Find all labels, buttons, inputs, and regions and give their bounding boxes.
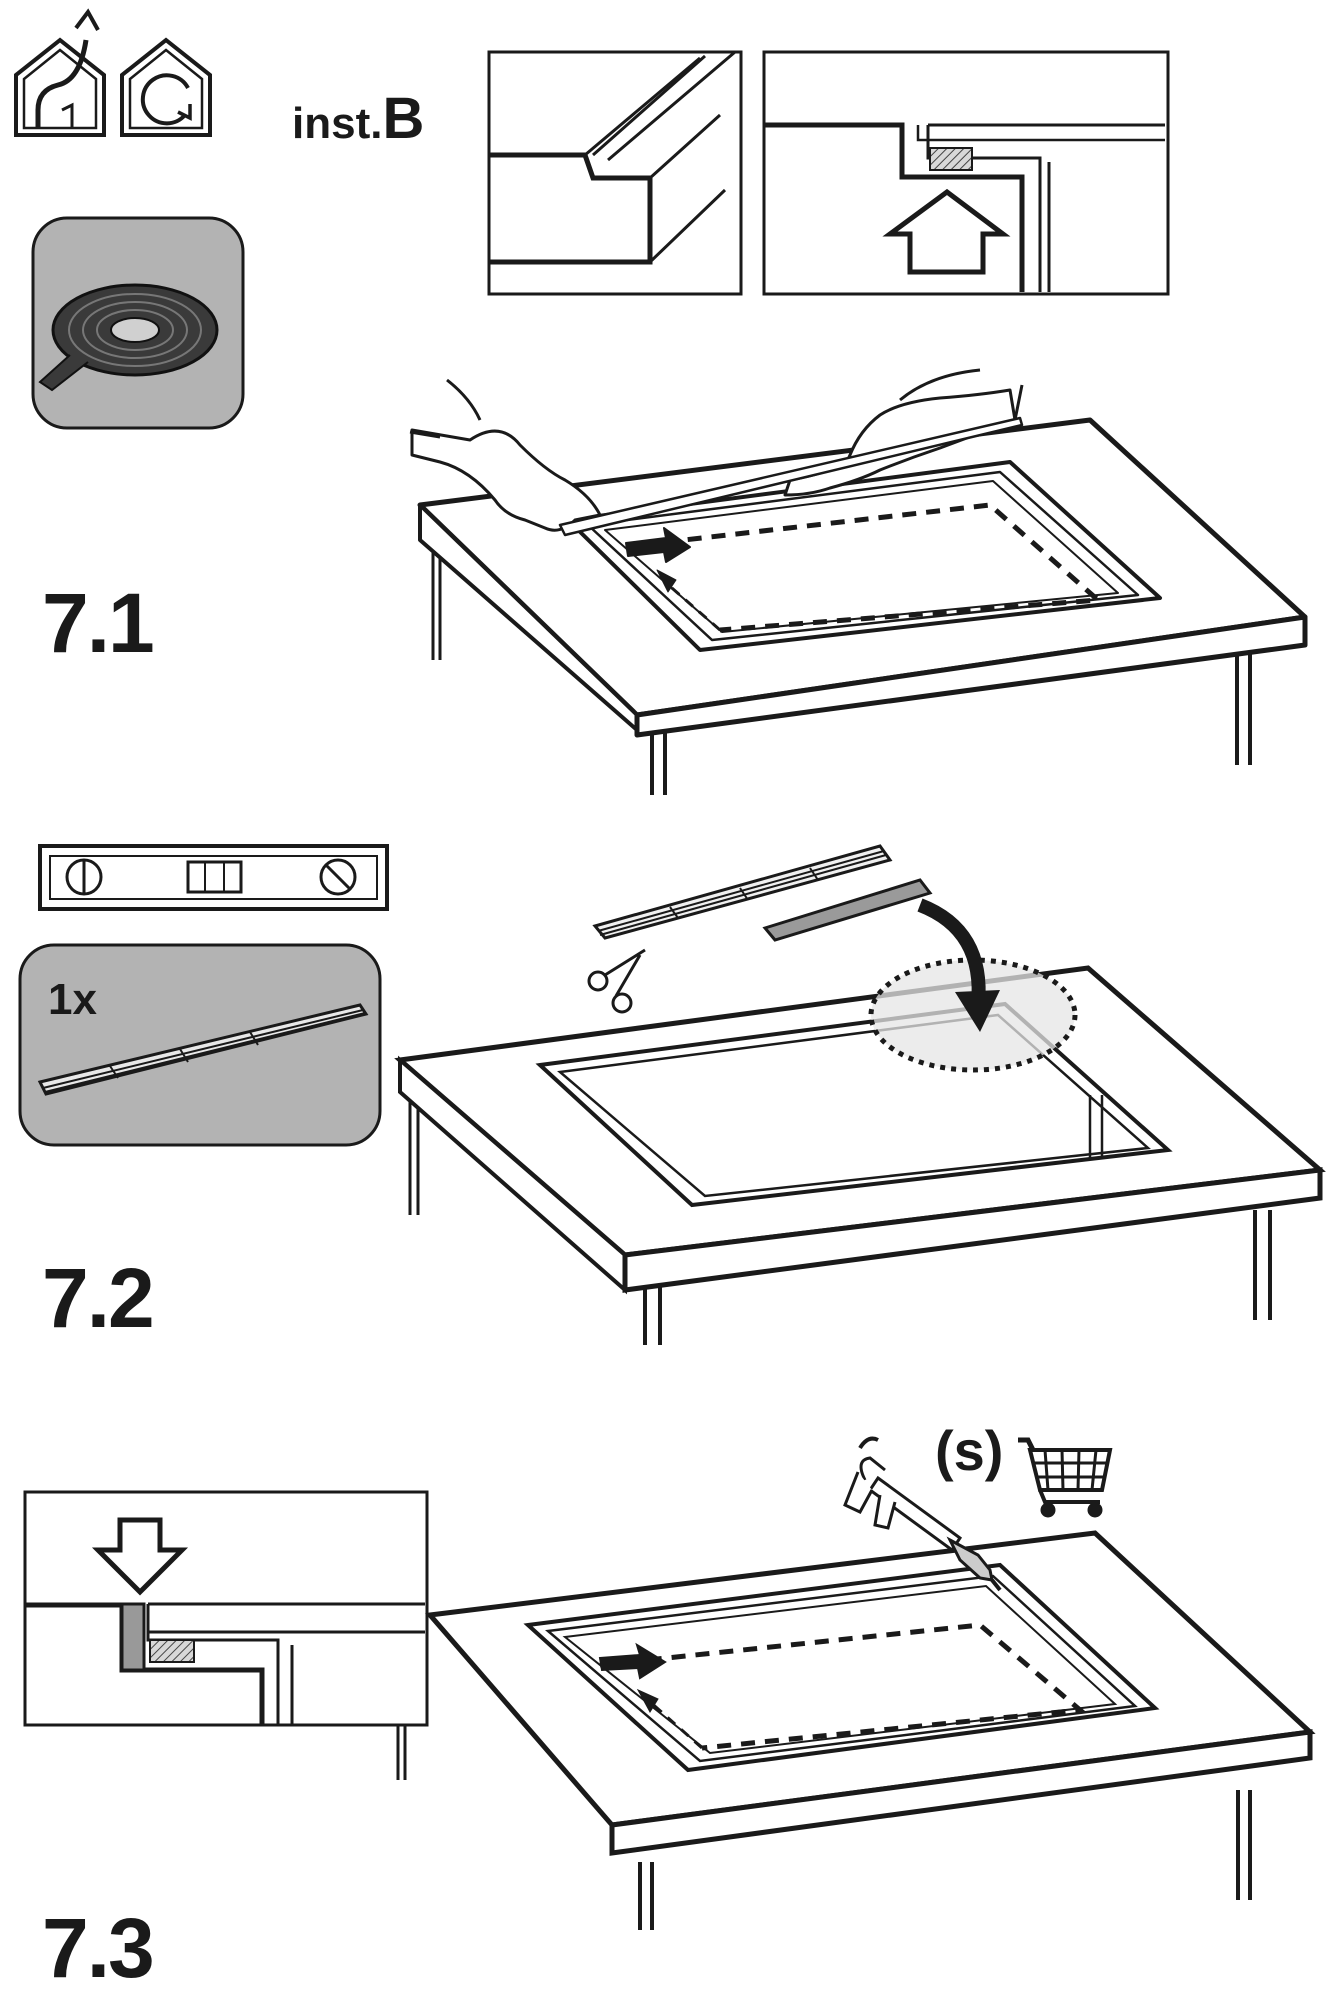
installation-type-label: inst.B [292, 85, 424, 152]
step-number-7-2: 7.2 [42, 1250, 153, 1347]
step-number-7-1: 7.1 [42, 575, 153, 672]
scissors-icon [589, 950, 645, 1012]
worktop-step-7-3 [398, 1533, 1310, 1930]
installation-letter: B [382, 86, 424, 151]
worktop-step-7-2 [400, 968, 1320, 1345]
worktop-step-7-1 [410, 370, 1305, 795]
house-rotate-icon [122, 40, 210, 135]
seal-groove-detail-b [764, 52, 1168, 294]
seal-groove-detail-a [489, 52, 741, 294]
strip-quantity-label: 1x [48, 975, 97, 1025]
purchase-note-label: (s) [935, 1418, 1003, 1483]
left-arm-drawing [410, 380, 480, 437]
foam-strips-cutting: ​ [595, 846, 930, 940]
installation-prefix: inst. [292, 99, 382, 148]
house-route-icon [16, 12, 104, 135]
rubber-seal-roll-icon [33, 218, 243, 428]
shopping-cart-icon [1018, 1440, 1110, 1517]
step-number-7-3: 7.3 [42, 1900, 153, 1997]
seal-section-detail [25, 1492, 427, 1725]
spirit-level-icon [40, 846, 387, 909]
